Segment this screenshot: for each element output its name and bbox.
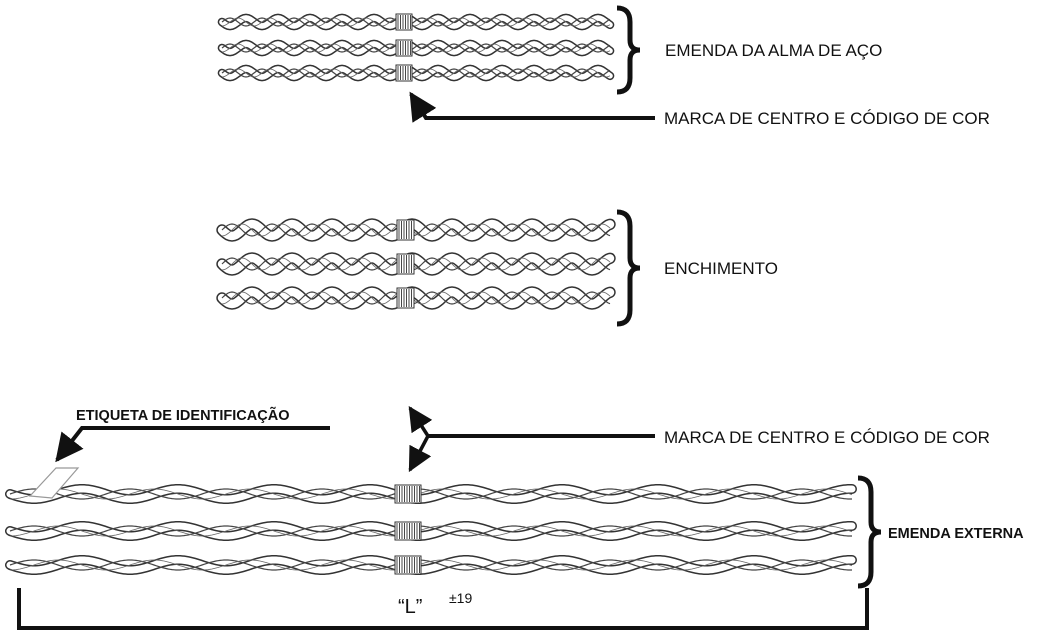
helical-rod-icon — [5, 484, 857, 504]
helical-rods — [5, 13, 857, 575]
brace-icon — [616, 209, 641, 327]
brace-icon — [857, 475, 882, 589]
center-mark-band — [395, 13, 413, 31]
label-steel-core-splice: EMENDA DA ALMA DE AÇO — [665, 41, 882, 60]
center-mark-band — [395, 39, 413, 57]
id-tag-arrow — [55, 426, 330, 463]
helical-rod-icon — [216, 218, 616, 242]
label-length: “L” — [398, 596, 422, 618]
dimension-line-icon — [17, 588, 869, 630]
helical-rod-icon — [5, 555, 857, 575]
helical-rod-icon — [216, 252, 616, 276]
center-mark-band — [396, 219, 415, 241]
helical-rod-icon — [217, 39, 615, 57]
helical-rod-icon — [217, 64, 615, 82]
center-mark-arrow-top — [409, 91, 655, 123]
brace-icon — [616, 5, 641, 95]
center-mark-band — [396, 253, 415, 275]
center-mark-band — [394, 484, 422, 504]
center-mark-band — [395, 64, 413, 82]
center-mark-band — [394, 521, 422, 541]
helical-rod-icon — [217, 13, 615, 31]
label-center-mark-bottom: MARCA DE CENTRO E CÓDIGO DE COR — [664, 428, 990, 447]
label-length-tolerance: ±19 — [449, 590, 472, 606]
center-mark-band — [394, 555, 422, 575]
label-id-tag: ETIQUETA DE IDENTIFICAÇÃO — [76, 406, 289, 424]
label-center-mark-top: MARCA DE CENTRO E CÓDIGO DE COR — [664, 109, 990, 128]
label-filler: ENCHIMENTO — [664, 259, 778, 278]
center-mark-band — [396, 287, 415, 309]
helical-rod-icon — [5, 521, 857, 541]
tag-icon — [28, 467, 80, 499]
label-external-splice: EMENDA EXTERNA — [888, 526, 1024, 542]
helical-rod-icon — [216, 286, 616, 310]
center-mark-arrow-bottom — [408, 405, 655, 473]
